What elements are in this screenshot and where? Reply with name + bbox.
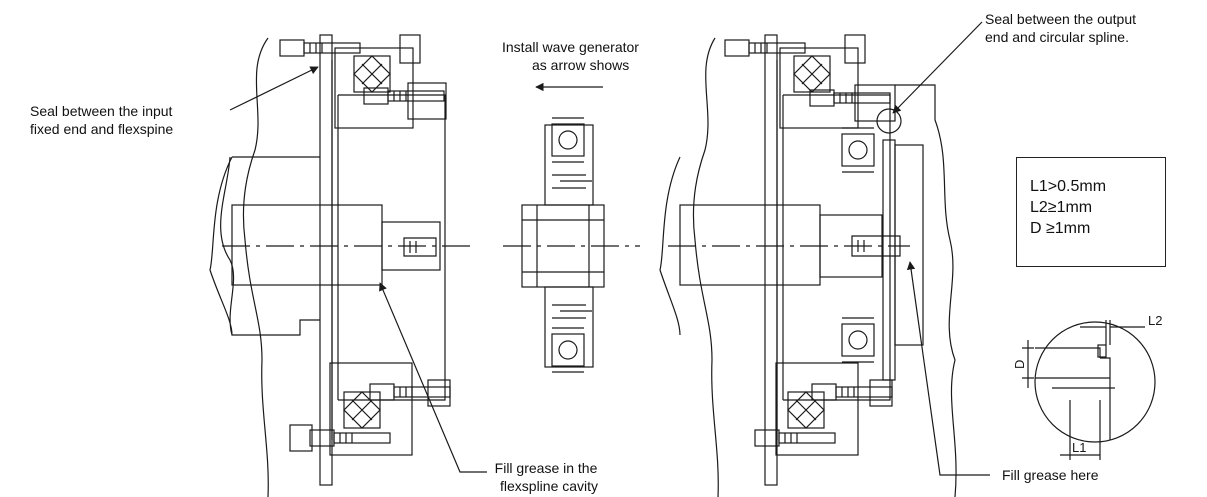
detail-l2-dim xyxy=(1080,320,1145,345)
label-install: Install wave generator as arrow shows xyxy=(502,38,639,74)
right-lower-bearing-frame xyxy=(775,362,859,456)
detail-label-d: D xyxy=(1012,360,1027,369)
seal-detail-circle xyxy=(876,108,902,134)
spec-box: L1>0.5mm L2≥1mm D ≥1mm xyxy=(1016,157,1166,267)
detail-label-l2: L2 xyxy=(1148,313,1162,328)
right-lower-bolt-head xyxy=(869,379,893,407)
label-input-seal-line1: Seal between the input xyxy=(30,103,173,119)
label-output-seal: Seal between the output end and circular… xyxy=(985,10,1136,46)
detail-circle xyxy=(1034,321,1156,443)
left-upper-bolt-head xyxy=(399,34,421,64)
wg-lower-plate xyxy=(544,286,594,368)
wave-generator-drawing xyxy=(521,117,605,373)
label-input-seal-line2: fixed end and flexspine xyxy=(30,121,174,137)
wg-upper-detail xyxy=(552,174,592,189)
left-lower-bolt-head xyxy=(427,379,451,407)
leader-fill-cavity xyxy=(379,282,487,473)
right-circular-spline xyxy=(882,139,896,381)
left-flexspline xyxy=(331,60,446,440)
spec-l2: L2≥1mm xyxy=(1030,199,1093,216)
left-upper-bearing-frame xyxy=(334,47,414,129)
leader-fill-here xyxy=(906,261,990,476)
left-shaft-body xyxy=(231,204,383,286)
right-upper-stop xyxy=(854,84,896,122)
label-fill-here-text: Fill grease here xyxy=(1002,467,1099,483)
detail-l1-dim xyxy=(1060,400,1101,460)
label-fill-here: Fill grease here xyxy=(1002,466,1099,484)
label-output-seal-line2: end and circular spline. xyxy=(985,29,1129,45)
left-shaft xyxy=(209,156,320,336)
right-housing-outline xyxy=(692,37,719,497)
right-output-plate xyxy=(894,144,924,346)
label-fill-cavity-line2: flexspline cavity xyxy=(500,478,599,494)
label-fill-cavity: Fill grease in the flexspline cavity xyxy=(494,459,598,495)
label-fill-cavity-line1: Fill grease in the xyxy=(494,460,598,476)
right-assembly xyxy=(659,34,957,497)
right-shaft-body xyxy=(679,204,821,286)
right-output-housing xyxy=(895,84,957,497)
right-upper-bolt-head xyxy=(844,34,866,64)
right-input-flange xyxy=(764,34,778,486)
right-upper-bearing-frame xyxy=(779,47,859,129)
label-install-line1: Install wave generator xyxy=(502,39,639,55)
label-install-line2: as arrow shows xyxy=(532,57,630,73)
label-input-seal: Seal between the input fixed end and fle… xyxy=(30,102,173,138)
left-assembly xyxy=(209,34,451,497)
label-output-seal-line1: Seal between the output xyxy=(985,11,1137,27)
leader-input-seal xyxy=(229,66,319,111)
left-lower-bearing-frame xyxy=(329,362,413,456)
left-housing-outline xyxy=(242,37,269,497)
seal-detail-view xyxy=(1022,320,1156,460)
left-shaft-screw xyxy=(403,237,437,257)
wg-lower-detail xyxy=(552,304,592,319)
left-lower-stop xyxy=(289,424,313,452)
detail-label-l1: L1 xyxy=(1072,440,1086,455)
wg-upper-plate xyxy=(544,124,594,206)
detail-plates xyxy=(1035,347,1115,440)
left-upper-stop xyxy=(407,82,447,120)
leader-output-seal xyxy=(892,21,983,114)
right-shaft-left xyxy=(659,156,681,336)
spec-l1: L1>0.5mm xyxy=(1030,178,1107,195)
right-flexspline xyxy=(776,60,891,440)
detail-d-dim xyxy=(1022,340,1034,388)
spec-d: D ≥1mm xyxy=(1030,220,1091,237)
detail-notch xyxy=(1097,344,1107,358)
